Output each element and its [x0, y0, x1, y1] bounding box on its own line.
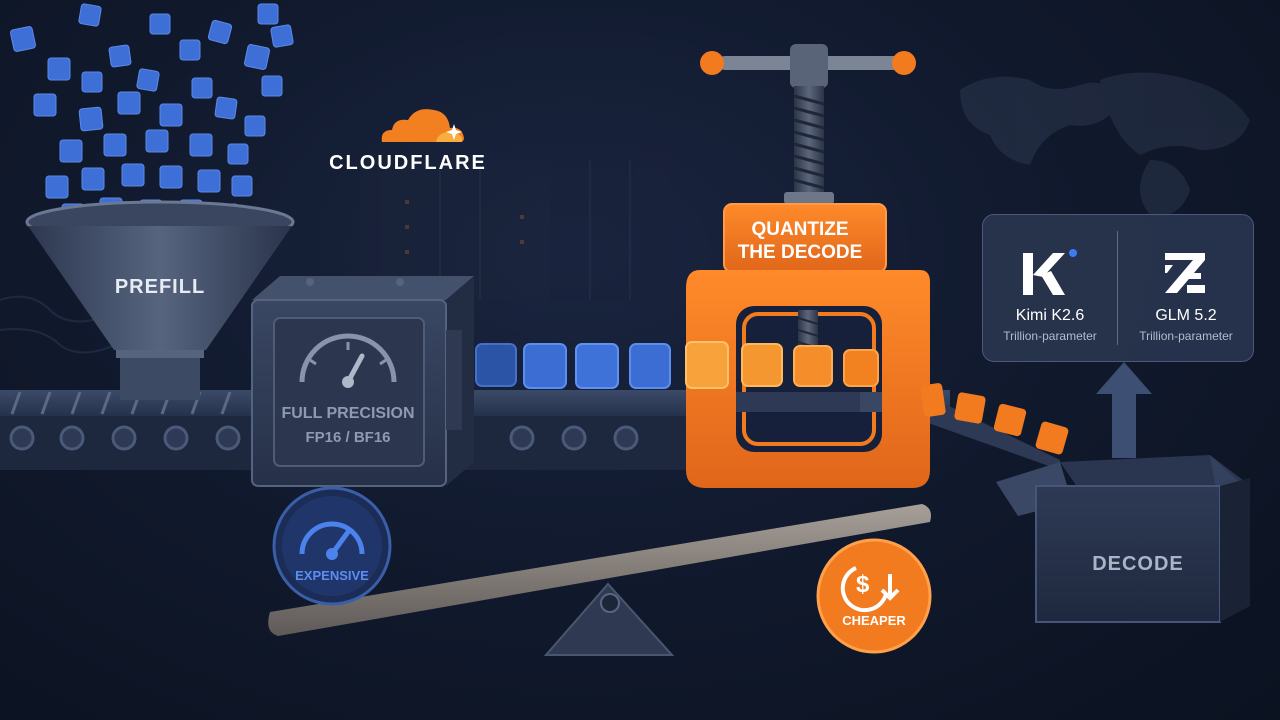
model-subtitle-kimi: Trillion-parameter: [1003, 329, 1097, 343]
circuit-lines: [0, 295, 116, 354]
quantize-label-line2: THE DECODE: [737, 242, 863, 263]
world-map-icon: [960, 72, 1250, 216]
expensive-label: EXPENSIVE: [295, 568, 369, 583]
quantize-label: QUANTIZE THE DECODE: [720, 218, 880, 264]
arrow-up-icon: [1096, 362, 1152, 458]
kimi-logo-icon: [1023, 249, 1077, 295]
prefill-label: PREFILL: [114, 276, 206, 298]
model-subtitle-glm: Trillion-parameter: [1139, 329, 1233, 343]
cheaper-badge: $: [816, 538, 932, 654]
decode-label: DECODE: [1092, 553, 1184, 575]
model-card: Kimi K2.6 Trillion-parameter GLM 5.2 Tri…: [982, 214, 1254, 362]
model-name-kimi: Kimi K2.6: [1015, 307, 1085, 324]
full-precision-label: FULL PRECISION: [281, 405, 415, 422]
svg-text:$: $: [856, 571, 870, 598]
model-kimi: Kimi K2.6 Trillion-parameter: [983, 215, 1117, 361]
quantize-label-line1: QUANTIZE: [751, 219, 849, 240]
gauge-icon: [299, 333, 397, 383]
brand-name: CLOUDFLARE: [329, 152, 487, 174]
precision-format-label: FP16 / BF16: [305, 429, 391, 446]
model-divider: [1117, 231, 1118, 345]
expensive-badge: [272, 486, 392, 606]
dollar-down-icon: $: [840, 566, 900, 613]
cheaper-label: CHEAPER: [842, 613, 906, 628]
model-glm: GLM 5.2 Trillion-parameter: [1119, 215, 1253, 361]
glm-logo-icon: [1165, 253, 1205, 293]
cloudflare-logo-icon: [381, 109, 464, 142]
model-name-glm: GLM 5.2: [1155, 307, 1217, 324]
speedometer-icon: [299, 521, 365, 560]
